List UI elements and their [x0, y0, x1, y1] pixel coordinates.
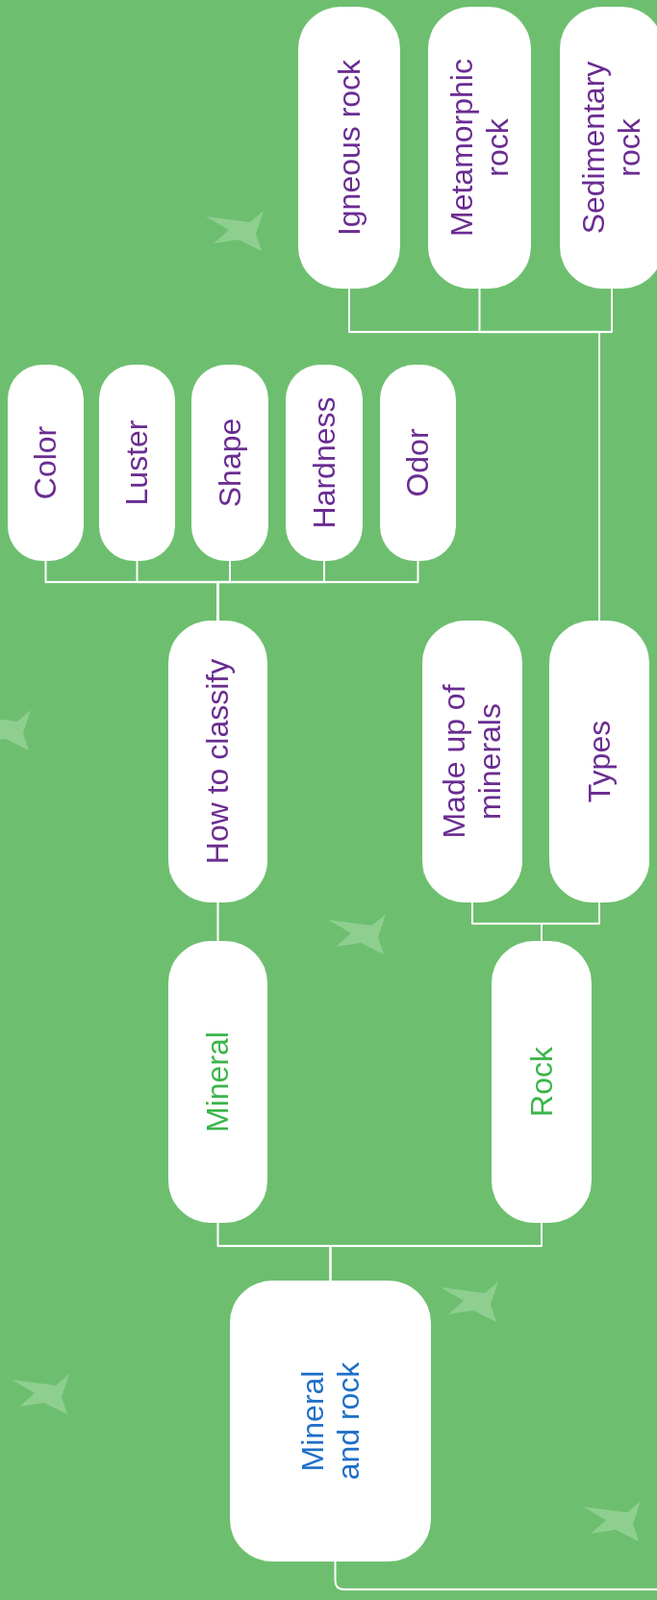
topic-box: Made up of minerals	[422, 620, 523, 903]
node-label: Odor	[400, 428, 436, 497]
node-label: Shape	[212, 418, 249, 508]
bird-mark	[0, 709, 31, 751]
branch-connector	[541, 902, 600, 941]
bird-mark	[328, 913, 386, 955]
node-label: Hardness	[306, 397, 343, 530]
topic-box: Color	[7, 364, 84, 561]
topic-box: Rock	[491, 940, 592, 1223]
topic-box: Mineral	[168, 940, 268, 1223]
topic-box: Igneous rock	[298, 6, 401, 289]
branch-connector	[599, 288, 612, 621]
node-label: Luster	[119, 420, 155, 506]
node-label: Metamorphic rock	[444, 37, 516, 259]
node-label: Sedimentary rock	[576, 37, 648, 259]
bird-mark	[205, 210, 264, 252]
bird-mark	[440, 1281, 499, 1322]
branch-connector	[218, 560, 231, 621]
topic-box: Hardness	[285, 364, 363, 561]
node-label: Igneous rock	[331, 59, 368, 236]
root-box: Mineral and rock	[229, 1280, 431, 1562]
node-label: Types	[581, 720, 618, 803]
topic-box: Shape	[191, 364, 269, 561]
node-label: How to classify	[200, 658, 236, 864]
topic-box: Luster	[99, 364, 176, 561]
branch-connector	[218, 560, 326, 621]
branch-connector	[216, 902, 219, 941]
branch-connector	[472, 902, 542, 941]
topic-box: Sedimentary rock	[559, 6, 657, 289]
branch-connector	[137, 560, 219, 621]
node-label: Color	[27, 426, 64, 500]
topic-box: Types	[549, 620, 650, 903]
branch-connector	[46, 560, 219, 621]
bird-mark	[582, 1500, 641, 1542]
node-label: Made up of minerals	[436, 651, 508, 873]
branch-connector	[349, 288, 600, 621]
branch-connector	[330, 1222, 543, 1281]
topic-box: Metamorphic rock	[428, 6, 531, 289]
decorative-line	[335, 1561, 657, 1590]
node-label: Rock	[524, 1046, 560, 1117]
branch-connector	[218, 1222, 331, 1281]
topic-box: Odor	[379, 364, 456, 561]
topic-box: How to classify	[168, 620, 268, 903]
node-label: Mineral	[200, 1031, 236, 1133]
branch-connector	[480, 288, 601, 621]
branch-connector	[218, 560, 419, 621]
node-label: Mineral and rock	[295, 1348, 367, 1493]
bird-mark	[11, 1373, 70, 1415]
